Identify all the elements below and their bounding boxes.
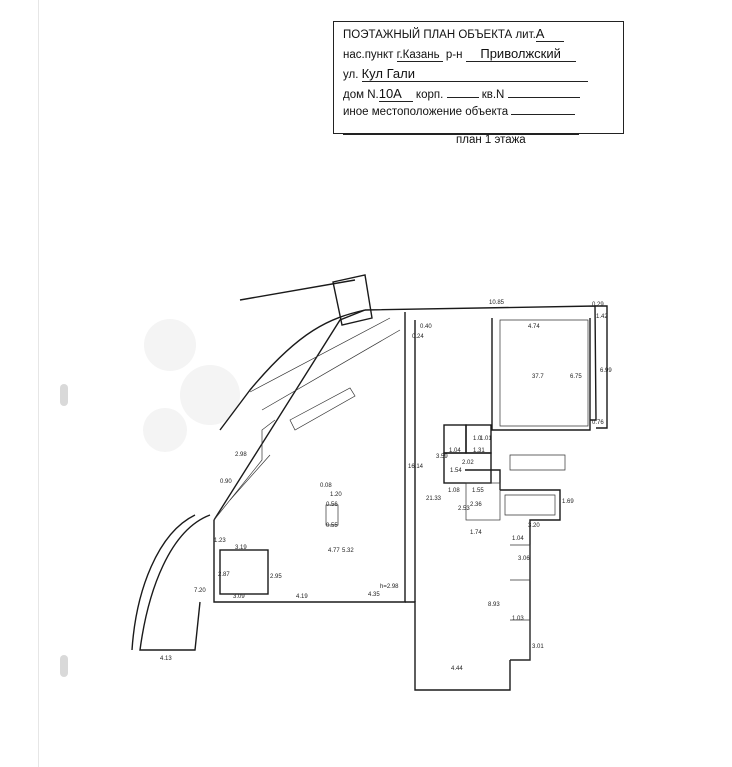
settlement-value: г.Казань: [396, 49, 443, 62]
dim-37-7: 37.7: [532, 374, 544, 380]
apartment-label: кв.N: [481, 89, 505, 101]
dim-3-09: 3.09: [233, 594, 245, 600]
dim-0-08: 0.08: [320, 483, 332, 489]
dim-1-08: 1.08: [448, 488, 460, 494]
dim-0-90: 0.90: [220, 479, 232, 485]
dim-0-56: 0.56: [326, 502, 338, 508]
dim-2-02: 2.02: [462, 460, 474, 466]
plan-title: ПОЭТАЖНЫЙ ПЛАН ОБЪЕКТА: [343, 29, 513, 41]
dim-3-59: 3.59: [436, 454, 448, 460]
location-value: [511, 114, 576, 115]
district-label: р-н: [445, 49, 463, 61]
dim-1-03: 1.03: [512, 616, 524, 622]
building-value: [446, 97, 479, 98]
dim-1-31: 1.31: [473, 448, 485, 454]
settlement-label: нас.пункт: [343, 49, 394, 61]
district-value: Приволжский: [465, 46, 576, 62]
dim-4-77: 4.77: [328, 548, 340, 554]
street-value: Кул Гали: [361, 66, 588, 82]
dim-0-29: 0.29: [592, 302, 604, 308]
dim-3-06: 3.06: [518, 556, 530, 562]
dim-10-85: 10.85: [489, 300, 505, 306]
dim-1-42: 1.42: [596, 314, 608, 320]
dim-2-87: 2.87: [218, 572, 230, 578]
dimension-labels: 10.85 4.74 0.29 1.42 0.40 0.24 6.75 6.99…: [160, 300, 612, 672]
dim-4-44: 4.44: [451, 666, 463, 672]
lit-label: лит.: [515, 29, 536, 41]
right-niches: [510, 544, 531, 661]
dim-h-2-98: h=2.98: [380, 584, 399, 590]
dim-1-20: 1.20: [330, 492, 342, 498]
dim-3-20: 3.20: [528, 523, 540, 529]
dim-0-55: 0.55: [326, 523, 338, 529]
apartment-value: [507, 97, 580, 98]
dim-1-04b: 1.04: [512, 536, 524, 542]
settlement-line: нас.пункт г.Казань р-н Приволжский: [343, 46, 576, 62]
dim-1-54: 1.54: [450, 468, 462, 474]
dim-5-32: 5.32: [342, 548, 354, 554]
street-label: ул.: [343, 69, 359, 81]
small-rooms: [443, 424, 566, 521]
punch-hole-top: [60, 384, 68, 406]
location-extra-value: [343, 134, 579, 135]
dim-1-23: 1.23: [214, 538, 226, 544]
dim-16-14: 16.14: [408, 464, 424, 470]
dim-2-98: 2.98: [235, 452, 247, 458]
dim-3-01: 3.01: [532, 644, 544, 650]
outer-walls: [131, 274, 608, 691]
page-binding-edge: [38, 0, 39, 767]
dim-0-40: 0.40: [420, 324, 432, 330]
dim-3-19: 3.19: [235, 545, 247, 551]
watermark: [143, 319, 240, 452]
stair-band: [213, 317, 401, 521]
dim-8-93: 8.93: [488, 602, 500, 608]
extra-line: [343, 126, 579, 138]
title-block: ПОЭТАЖНЫЙ ПЛАН ОБЪЕКТА лит.А нас.пункт г…: [333, 21, 624, 135]
dim-0-24: 0.24: [412, 334, 424, 340]
dim-1-0: 1.0: [473, 436, 482, 442]
dim-2-53: 2.53: [458, 506, 470, 512]
dim-1-74: 1.74: [470, 530, 482, 536]
room-top-right: [491, 318, 591, 431]
house-label: дом N.: [343, 89, 379, 101]
title-line: ПОЭТАЖНЫЙ ПЛАН ОБЪЕКТА лит.А: [343, 26, 564, 42]
room-bottom-left: [219, 504, 339, 595]
dim-4-74: 4.74: [528, 324, 540, 330]
location-line: иное местоположение объекта: [343, 106, 576, 118]
dim-7-20: 7.20: [194, 588, 206, 594]
dim-2-36: 2.36: [470, 502, 482, 508]
dim-4-19: 4.19: [296, 594, 308, 600]
dim-4-13: 4.13: [160, 656, 172, 662]
dim-4-35: 4.35: [368, 592, 380, 598]
dim-1-01: 1.01: [480, 436, 492, 442]
street-line: ул. Кул Гали: [343, 66, 588, 82]
lit-value: А: [535, 26, 564, 42]
house-value: 10А: [378, 86, 413, 102]
dim-1-04: 1.04: [449, 448, 461, 454]
dim-6-99: 6.99: [600, 368, 612, 374]
dim-1-69: 1.69: [562, 499, 574, 505]
dim-0-76: 0.76: [592, 420, 604, 426]
punch-hole-bottom: [60, 655, 68, 677]
plan-caption: план 1 этажа: [456, 134, 526, 146]
dim-6-75: 6.75: [570, 374, 582, 380]
building-label: корп.: [415, 89, 444, 101]
dim-21-33: 21.33: [426, 496, 442, 502]
dim-1-55: 1.55: [472, 488, 484, 494]
dim-2-95: 2.95: [270, 574, 282, 580]
location-label: иное местоположение объекта: [343, 106, 509, 118]
house-line: дом N.10А корп. кв.N: [343, 86, 580, 102]
